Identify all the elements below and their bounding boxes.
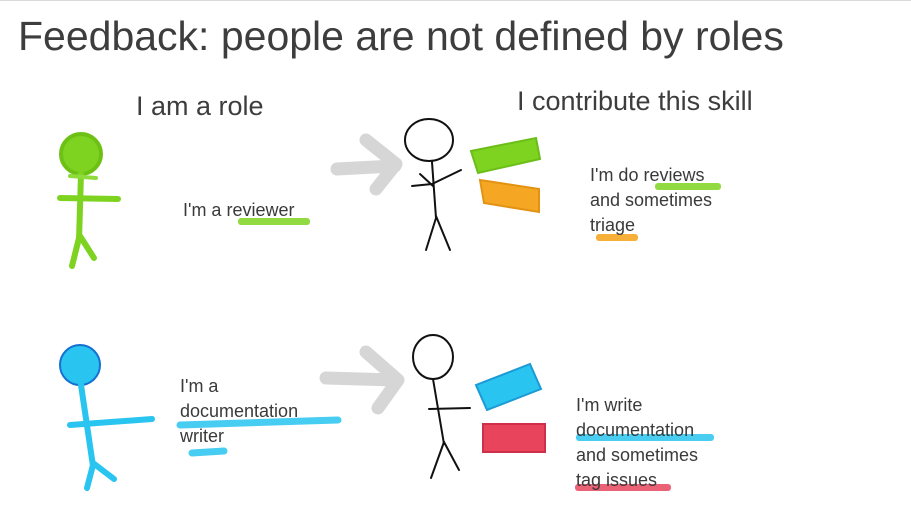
row1-right-line-1: I'm do reviews [590, 165, 705, 185]
row1-left-line-1: I'm a reviewer [183, 200, 295, 220]
row1-right-line-3: triage [590, 215, 636, 235]
gray-arrow-2 [319, 345, 405, 415]
reviews-highlight [655, 183, 721, 190]
row1-right-line-2: and sometimes [590, 190, 713, 210]
green-skill-tag [469, 136, 542, 175]
row2-right-line-3: and sometimes [576, 445, 699, 465]
contributor-figure-1 [404, 118, 462, 251]
row2-right-line-1: I'm write [576, 395, 643, 415]
right-column-heading: I contribute this skill [517, 86, 753, 116]
triage-highlight [596, 234, 638, 241]
cyan-role-figure [59, 344, 155, 491]
green-role-figure [57, 132, 121, 269]
red-skill-tag [482, 423, 546, 453]
contributor-figure-2 [412, 334, 471, 479]
gray-arrow-1 [330, 133, 403, 196]
page-title: Feedback: people are not defined by role… [18, 13, 784, 59]
documentation-highlight-left [176, 416, 342, 429]
writer-highlight [188, 447, 228, 457]
left-column-heading: I am a role [136, 91, 264, 121]
documentation-highlight-right [576, 434, 714, 441]
row2-left-line-1: I'm a [180, 376, 219, 396]
row2-left-line-3: writer [180, 426, 224, 446]
cyan-skill-tag [474, 362, 543, 412]
row2-left-line-2: documentation [180, 401, 299, 421]
reviewer-highlight [238, 218, 310, 225]
orange-skill-tag [478, 178, 540, 214]
row2-right-line-2: documentation [576, 420, 695, 440]
row2-right-line-4: tag issues [576, 470, 658, 490]
top-divider [0, 0, 911, 1]
tag-issues-highlight [575, 484, 671, 491]
